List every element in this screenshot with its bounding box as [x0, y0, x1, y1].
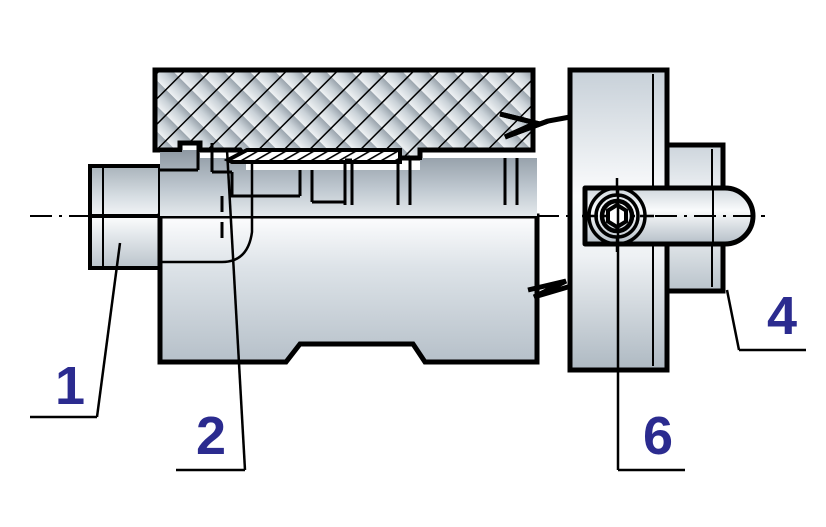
callout-6-label: 6 — [643, 406, 673, 466]
callout-4-leader — [725, 289, 741, 351]
break-line-upper — [499, 111, 571, 140]
callout-1-leader — [95, 242, 122, 418]
internal-bore-step-lines — [160, 143, 519, 238]
callout-2: 2 — [176, 149, 247, 472]
callout-2-label: 2 — [196, 406, 226, 466]
callout-group: 1 2 4 6 — [30, 149, 806, 472]
callout-2-leader — [225, 149, 247, 471]
callout-1-label: 1 — [55, 356, 85, 416]
callout-4: 4 — [725, 286, 806, 352]
lower-bore-outline — [158, 162, 254, 264]
stepped-shaft — [88, 164, 162, 270]
main-cylindrical-body — [157, 213, 540, 365]
internal-thread-band — [223, 148, 402, 164]
callout-1: 1 — [30, 242, 122, 419]
callout-6: 6 — [616, 190, 685, 472]
inner-bore-region — [160, 141, 537, 216]
callout-4-label: 4 — [767, 286, 797, 346]
